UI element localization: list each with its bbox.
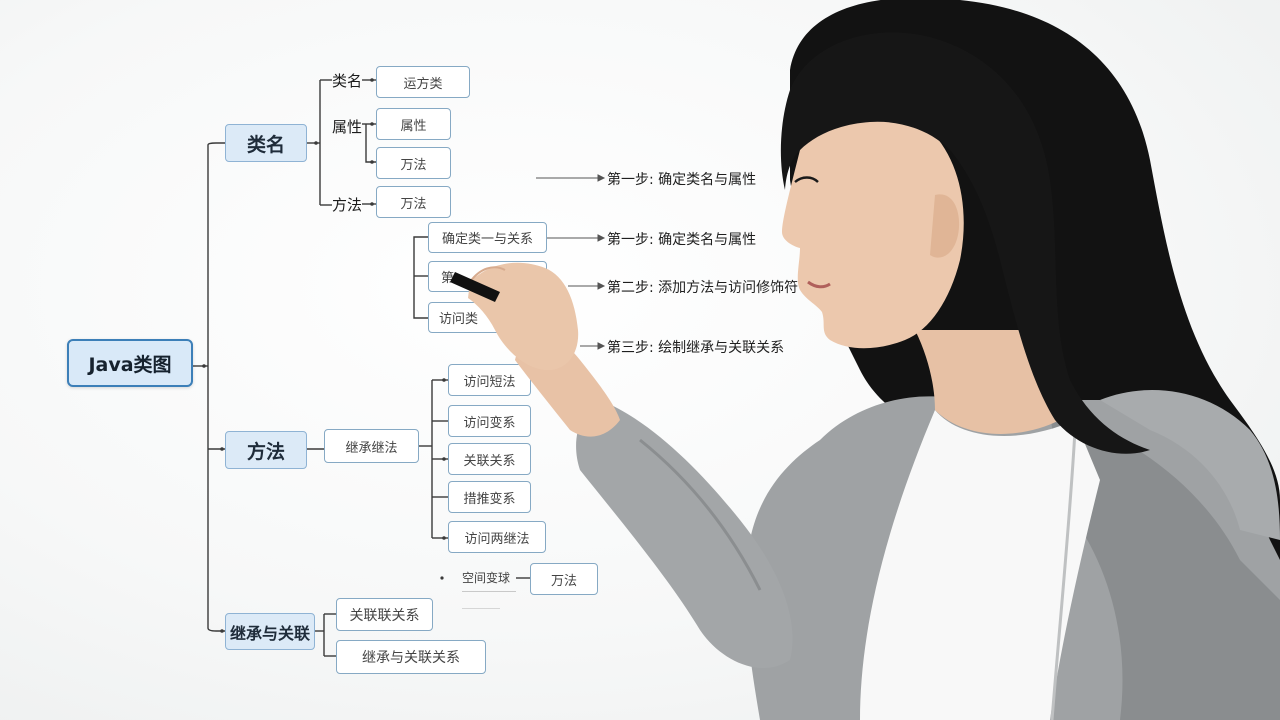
finger xyxy=(469,266,506,283)
branch-method-node: 方法 xyxy=(225,431,307,469)
hair-front xyxy=(780,32,1150,454)
method-box-2: 万法 xyxy=(376,186,451,218)
neck xyxy=(915,330,1060,434)
leaf-box-1: 访问变系 xyxy=(448,405,531,437)
lips xyxy=(807,280,831,289)
step-1b: 第一步: 确定类名与属性 xyxy=(607,232,757,248)
extra-underline xyxy=(462,591,516,592)
hoodie-shadow xyxy=(1050,410,1280,720)
hood xyxy=(1100,390,1280,540)
leaf-box-4: 访问两继法 xyxy=(448,521,546,553)
sleeve xyxy=(576,400,793,669)
sleeve-fold xyxy=(639,438,762,591)
leaf-box-0: 访问短法 xyxy=(448,364,531,396)
attribute-box: 属性 xyxy=(376,108,451,140)
middle-box-relation: 确定类一与关系 xyxy=(428,222,547,253)
face xyxy=(782,112,964,349)
leaf-box-3: 措推变系 xyxy=(448,481,531,513)
inherit-association-box: 继承与关联关系 xyxy=(336,640,486,674)
extra-box: 万法 xyxy=(530,563,598,595)
step-1a: 第一步: 确定类名与属性 xyxy=(607,172,757,188)
root-node: Java类图 xyxy=(67,339,193,387)
zipper xyxy=(1050,429,1077,720)
eye xyxy=(794,176,819,183)
method-label: 方法 xyxy=(332,196,363,214)
branch-class-node: 类名 xyxy=(225,124,307,162)
leaf-box-2: 关联关系 xyxy=(448,443,531,475)
extra-underline-small xyxy=(462,608,500,609)
step-3: 第三步: 绘制继承与关联关系 xyxy=(607,340,785,356)
marker xyxy=(450,272,500,302)
inherit-method-box: 继承继法 xyxy=(324,429,419,463)
hand xyxy=(468,262,579,371)
tshirt xyxy=(860,410,1100,720)
classname-label: 类名 xyxy=(332,72,363,90)
association-box: 关联联关系 xyxy=(336,598,433,631)
step-2: 第二步: 添加方法与访问修饰符 xyxy=(607,280,799,296)
method-box-1: 万法 xyxy=(376,147,451,179)
branch-inherit-node: 继承与关联 xyxy=(225,613,315,650)
extra-label: 空间变球 xyxy=(462,571,511,585)
classname-box: 运方类 xyxy=(376,66,470,98)
ear xyxy=(930,194,960,258)
attribute-label: 属性 xyxy=(332,118,363,136)
